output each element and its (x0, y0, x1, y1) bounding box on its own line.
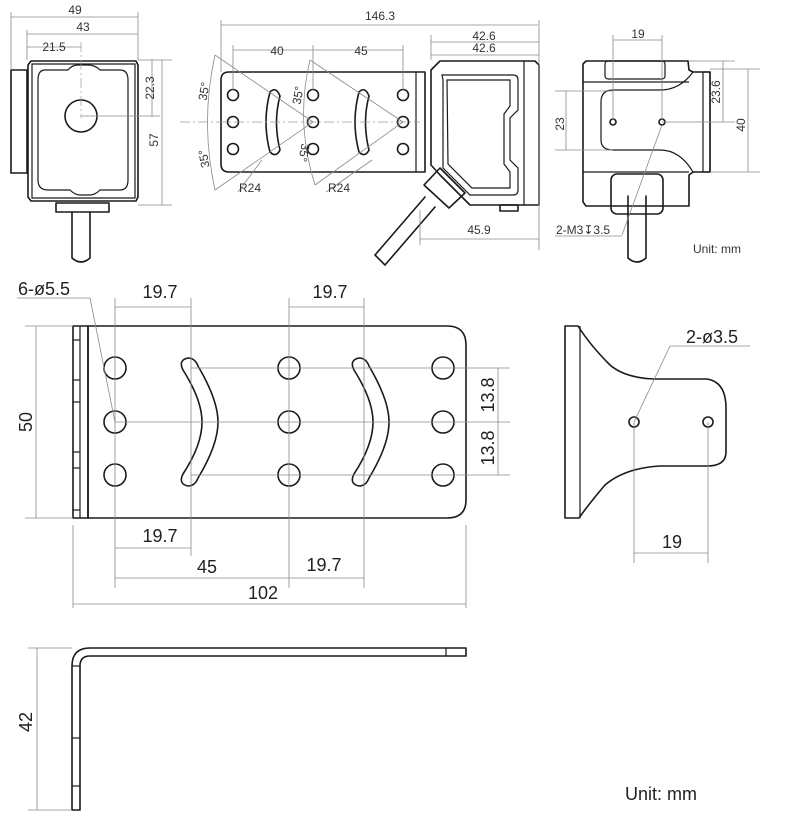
dim-angle-lower-left: 35° (196, 148, 213, 169)
bracket-plan-view: 6-ø5.5 19.7 19.7 50 13.8 13.8 19.7 45 19… (16, 279, 510, 608)
dim-plan-top-right-spacing: 19.7 (312, 282, 347, 302)
dim-plan-center-spacing: 45 (197, 557, 217, 577)
dim-angle-upper-left: 35° (196, 81, 213, 101)
dim-angle-lower-mid: 35° (295, 143, 312, 163)
bracket-plan-plate (87, 325, 467, 519)
sensor-side-view: 42.6 42.6 45.9 (374, 20, 540, 266)
dim-hole-spacing-40: 40 (270, 44, 284, 58)
dim-plan-bottom-right-spacing: 19.7 (306, 555, 341, 575)
bracket-top-plate (220, 71, 426, 173)
front-view: 49 43 21.5 22.3 57 (10, 3, 172, 263)
bracket-end-view: 2-ø3.5 19 (564, 325, 750, 563)
dim-plan-overall-length: 102 (248, 583, 278, 603)
rear-view-top-slot (604, 60, 666, 80)
bracket-plan-holes (103, 356, 455, 487)
sensor-rear-view: 19 23 23.6 40 2-M3↧3.5 Unit: mm (553, 27, 760, 263)
end-hole-callout: 2-ø3.5 (686, 327, 738, 347)
sensor-side-body (430, 60, 540, 206)
front-view-mount-plate (10, 69, 28, 174)
sensor-side-foot (499, 204, 519, 212)
dim-plan-bottom-left-spacing: 19.7 (142, 526, 177, 546)
dim-front-height: 57 (147, 133, 161, 147)
footer-unit-label: Unit: mm (625, 784, 697, 804)
bracket-top-slot-left (265, 88, 281, 156)
dim-plan-row-lower: 13.8 (478, 430, 498, 465)
front-view-cable (71, 211, 91, 263)
bracket-plan-slot-left (180, 357, 219, 487)
plan-hole-callout: 6-ø5.5 (18, 279, 70, 299)
dim-hole-spacing-45: 45 (354, 44, 368, 58)
dim-body-width: 43 (76, 20, 90, 34)
dim-half-width: 21.5 (42, 40, 66, 54)
dim-rear-height: 40 (734, 118, 748, 132)
dim-overall-width: 49 (68, 3, 82, 17)
dim-end-hole-spacing: 19 (662, 532, 682, 552)
bracket-side-profile (71, 647, 467, 811)
dim-radius-left: R24 (239, 181, 261, 195)
dim-side-depth-1: 42.6 (472, 29, 496, 43)
dim-bracket-overall-length: 146.3 (365, 9, 395, 23)
dim-side-height: 42 (16, 712, 36, 732)
dim-side-base-depth: 45.9 (467, 223, 491, 237)
sensor-side-connector (423, 167, 466, 209)
bracket-top-view: 146.3 40 45 35° 35° 35° 35° R24 R24 (180, 9, 538, 195)
dim-center-height: 22.3 (143, 76, 157, 100)
rear-thread-callout: 2-M3↧3.5 (556, 223, 610, 237)
dim-angle-upper-mid: 35° (290, 85, 307, 105)
bracket-plan-slot-right (351, 357, 390, 487)
dim-rear-hole-height: 23 (553, 117, 567, 131)
rear-view-body (582, 60, 711, 207)
bracket-top-slot-right (354, 88, 370, 156)
dim-radius-right: R24 (328, 181, 350, 195)
sensor-side-cable (374, 196, 436, 266)
dim-plan-height: 50 (16, 412, 36, 432)
bracket-end-profile (564, 325, 727, 519)
top-unit-label: Unit: mm (693, 242, 741, 256)
front-view-window (37, 64, 129, 196)
dim-plan-row-upper: 13.8 (478, 377, 498, 412)
bracket-side-view: 42 (16, 647, 467, 811)
front-view-connector (55, 202, 110, 213)
front-view-body (27, 60, 139, 202)
rear-view-connector (610, 173, 664, 215)
dim-plan-top-left-spacing: 19.7 (142, 282, 177, 302)
dim-rear-hole-spacing: 19 (631, 27, 645, 41)
dim-rear-upper-height: 23.6 (709, 80, 723, 104)
rear-view-cable (627, 195, 647, 263)
dim-side-depth-2: 42.6 (472, 41, 496, 55)
